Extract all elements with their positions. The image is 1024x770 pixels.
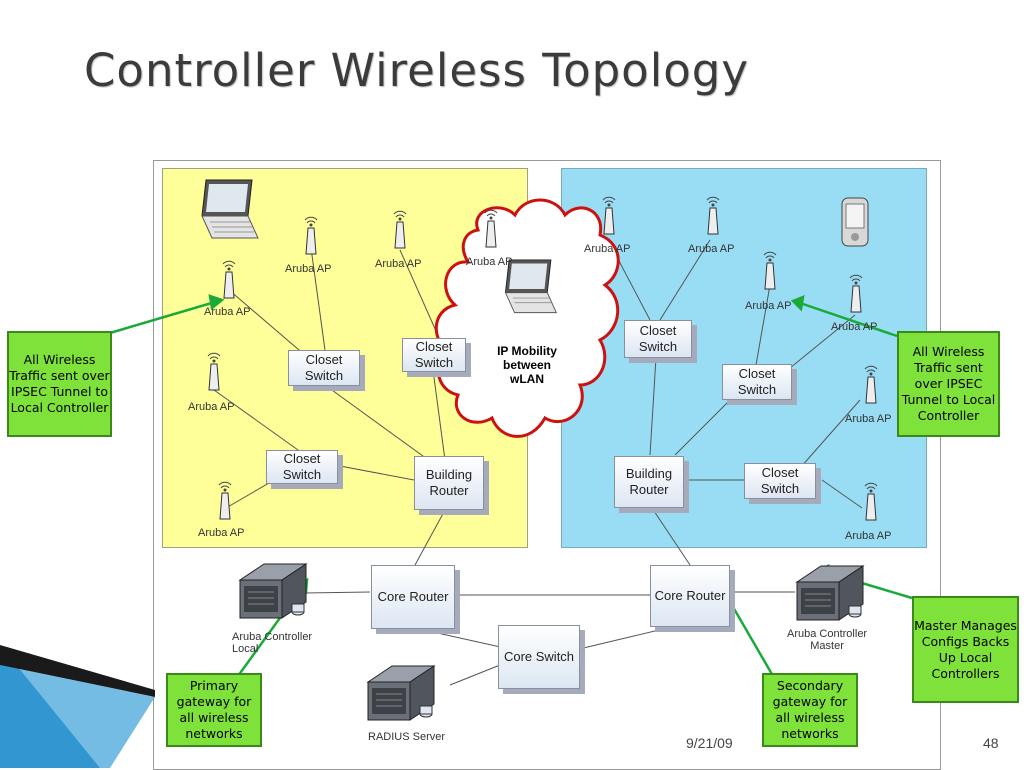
wireless-ap-icon (858, 478, 884, 524)
wireless-ap-icon (298, 212, 324, 258)
wireless-ap-icon (212, 477, 238, 523)
wireless-ap-icon (757, 247, 783, 293)
ip-mobility-cloud (434, 198, 620, 438)
building-router-right: Building Router (614, 456, 684, 508)
wireless-ap-icon (596, 192, 622, 238)
wireless-ap-icon (700, 192, 726, 238)
ap-label: Aruba AP (204, 306, 251, 318)
callout-right-traffic: All Wireless Traffic sent over IPSEC Tun… (897, 331, 1000, 437)
callout-primary-gateway: Primary gateway for all wireless network… (166, 673, 262, 747)
ap-label: Aruba AP (845, 413, 892, 425)
callout-master: Master Manages Configs Backs Up Local Co… (912, 596, 1019, 703)
wireless-ap-icon (843, 270, 869, 316)
wireless-ap-icon (387, 206, 413, 252)
closet-switch-right-lower: Closet Switch (744, 463, 816, 499)
slide-number: 48 (983, 735, 999, 751)
core-router-right: Core Router (650, 565, 730, 627)
server-icon (795, 565, 865, 621)
ap-label: Aruba AP (466, 256, 513, 268)
ap-label: Aruba AP (285, 263, 332, 275)
wireless-ap-icon (216, 256, 242, 302)
ip-mobility-label: IP Mobility between wLAN (497, 344, 557, 386)
wireless-ap-icon (858, 361, 884, 407)
core-router-left: Core Router (371, 565, 455, 629)
pda-icon (841, 197, 869, 247)
server-icon (238, 563, 308, 619)
slide-date: 9/21/09 (686, 735, 733, 751)
decorative-wedge (0, 645, 155, 768)
ap-label: Aruba AP (188, 401, 235, 413)
wireless-ap-icon (201, 348, 227, 394)
closet-switch-right-middle: Closet Switch (722, 364, 792, 400)
core-switch: Core Switch (498, 625, 580, 689)
wireless-ap-icon (478, 205, 504, 251)
ap-label: Aruba AP (375, 258, 422, 270)
slide-title: Controller Wireless Topology (84, 44, 749, 97)
ap-label: Aruba AP (198, 527, 245, 539)
ap-label: Aruba AP (831, 321, 878, 333)
ap-label: Aruba AP (845, 530, 892, 542)
laptop-icon (201, 179, 259, 239)
server-icon (366, 665, 436, 721)
callout-left-traffic: All Wireless Traffic sent over IPSEC Tun… (7, 331, 112, 437)
building-router-left: Building Router (414, 456, 484, 510)
ap-label: Aruba AP (584, 243, 631, 255)
laptop-icon (504, 259, 558, 314)
closet-switch-left-lower: Closet Switch (266, 450, 338, 484)
closet-switch-left-center: Closet Switch (402, 338, 466, 372)
radius-server-label: RADIUS Server (368, 731, 446, 743)
closet-switch-right-upper: Closet Switch (624, 320, 692, 358)
ap-label: Aruba AP (688, 243, 735, 255)
callout-secondary-gateway: Secondary gateway for all wireless netwo… (762, 673, 858, 747)
closet-switch-left-upper: Closet Switch (288, 350, 360, 386)
ap-label: Aruba AP (745, 300, 792, 312)
